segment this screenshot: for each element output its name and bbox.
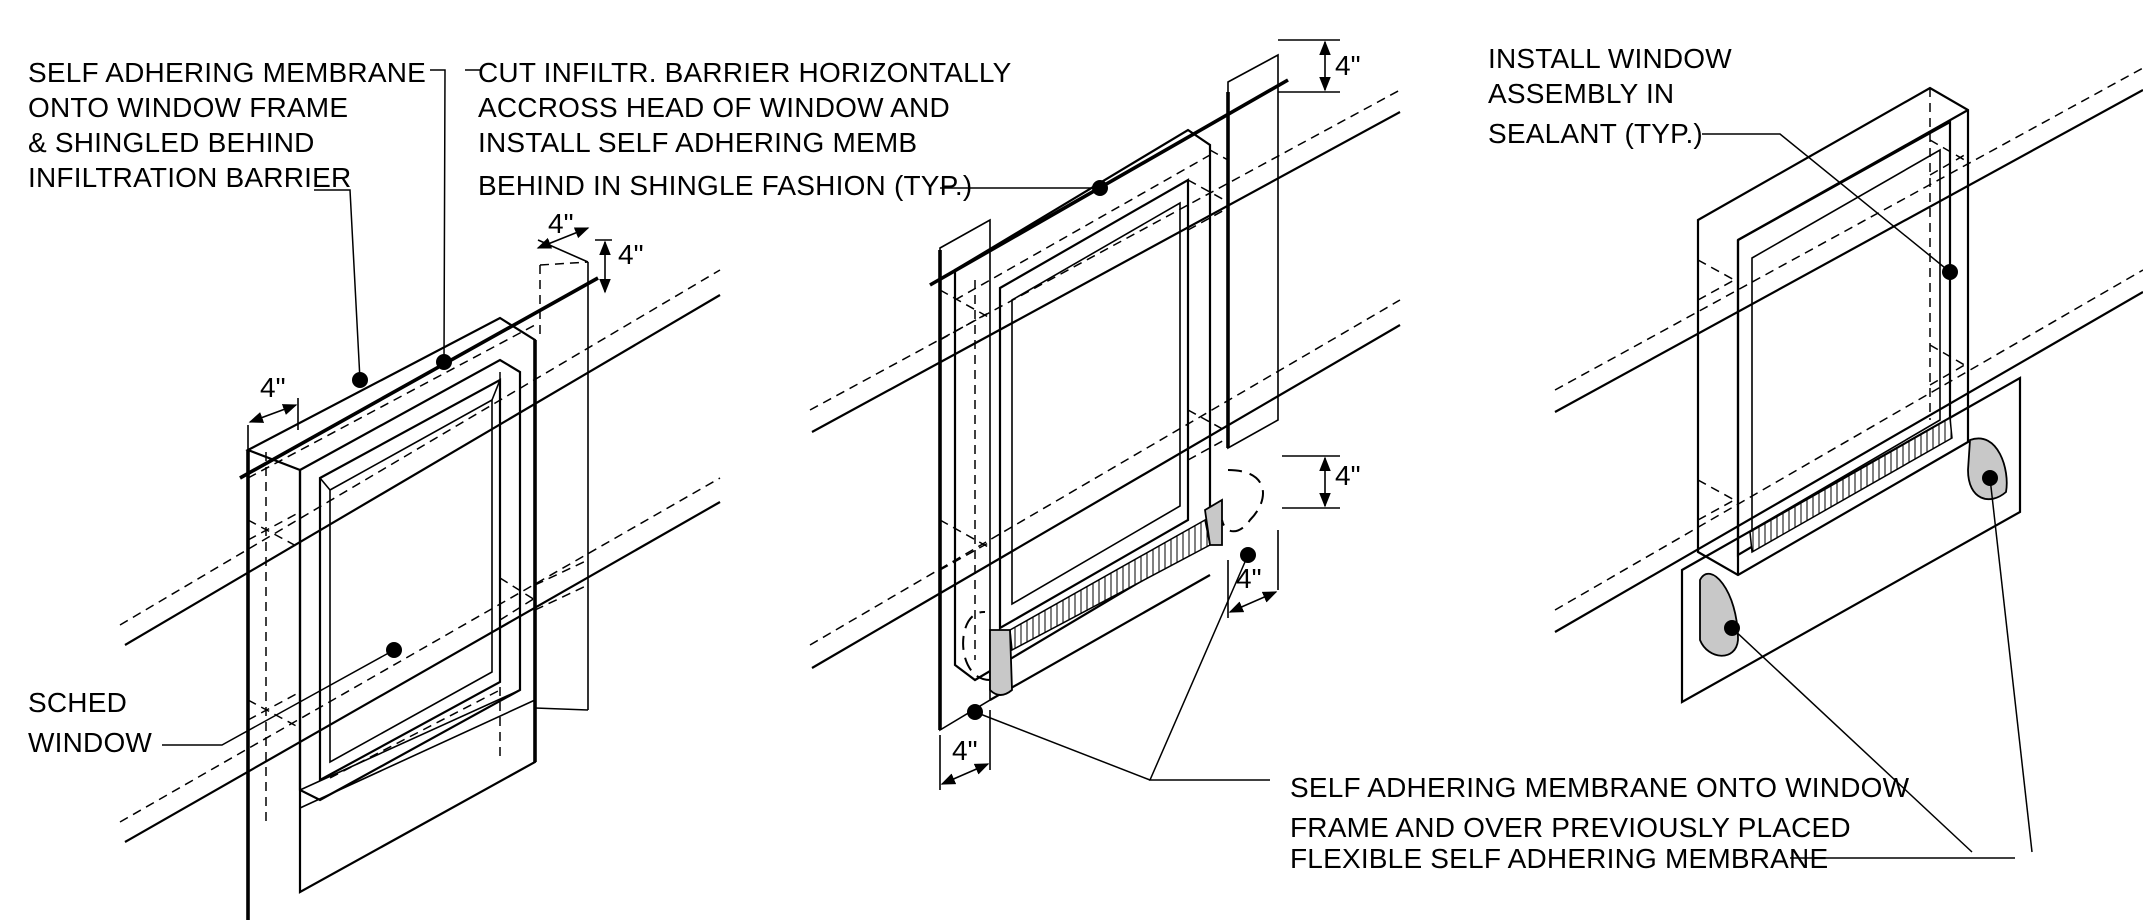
fig2-dim-right-horizontal: 4" xyxy=(1236,563,1262,594)
fig2-wall-lines xyxy=(809,89,1401,669)
note-line: INFILTRATION BARRIER xyxy=(28,162,351,193)
note-line: INSTALL SELF ADHERING MEMB xyxy=(478,127,917,158)
note-line: SCHED xyxy=(28,687,127,718)
note-line: BEHIND IN SHINGLE FASHION (TYP.) xyxy=(478,170,972,201)
note-line: SEALANT (TYP.) xyxy=(1488,118,1703,149)
note-line: FLEXIBLE SELF ADHERING MEMBRANE xyxy=(1290,843,1828,874)
note-line: FRAME AND OVER PREVIOUSLY PLACED xyxy=(1290,812,1851,843)
fig1-outer-frame xyxy=(239,261,599,920)
fig3-leaders xyxy=(1702,133,2033,859)
fig1-membrane-note: SELF ADHERING MEMBRANE ONTO WINDOW FRAME… xyxy=(28,57,426,193)
fig1-dimensions: 4" 4" 4" xyxy=(247,208,644,450)
bottom-membrane-note: SELF ADHERING MEMBRANE ONTO WINDOW FRAME… xyxy=(1290,772,1910,874)
fig3-wall-lines xyxy=(1554,67,2143,633)
fig2-leaders xyxy=(465,69,1270,781)
note-line: INSTALL WINDOW xyxy=(1488,43,1732,74)
figure-2-head-and-sill-membrane: 4" 4" 4" 4" CUT INFILTR. BARRIER HORIZON… xyxy=(465,39,1401,790)
figure-3-window-installed: INSTALL WINDOW ASSEMBLY IN SEALANT (TYP.… xyxy=(1488,43,2143,859)
fig2-dim-top: 4" xyxy=(1335,50,1361,81)
figure-1-rough-opening: 4" 4" 4" SELF ADHERING MEMBRANE ONTO WIN… xyxy=(28,57,721,920)
fig3-install-note: INSTALL WINDOW ASSEMBLY IN SEALANT (TYP.… xyxy=(1488,43,1732,149)
note-line: & SHINGLED BEHIND xyxy=(28,127,315,158)
fig2-frame xyxy=(929,53,1289,732)
fig1-dim-left: 4" xyxy=(260,372,286,403)
fig1-wall-lines xyxy=(119,269,721,843)
note-line: ASSEMBLY IN xyxy=(1488,78,1674,109)
note-line: CUT INFILTR. BARRIER HORIZONTALLY xyxy=(478,57,1012,88)
fig1-window-note: SCHED WINDOW xyxy=(28,687,152,758)
note-line: ONTO WINDOW FRAME xyxy=(28,92,348,123)
fig2-cut-note: CUT INFILTR. BARRIER HORIZONTALLY ACCROS… xyxy=(478,57,1012,201)
fig1-leaders xyxy=(162,69,452,746)
note-line: WINDOW xyxy=(28,727,152,758)
note-line: SELF ADHERING MEMBRANE xyxy=(28,57,426,88)
fig3-frame xyxy=(1680,86,2022,704)
fig1-dim-top-vertical: 4" xyxy=(618,239,644,270)
note-line: SELF ADHERING MEMBRANE ONTO WINDOW xyxy=(1290,772,1910,803)
fig1-dim-top-horizontal: 4" xyxy=(548,208,574,239)
note-line: ACCROSS HEAD OF WINDOW AND xyxy=(478,92,950,123)
fig2-dim-bottom: 4" xyxy=(952,735,978,766)
fig2-dimensions: 4" 4" 4" 4" xyxy=(939,39,1361,790)
fig2-dim-right-vertical: 4" xyxy=(1335,460,1361,491)
